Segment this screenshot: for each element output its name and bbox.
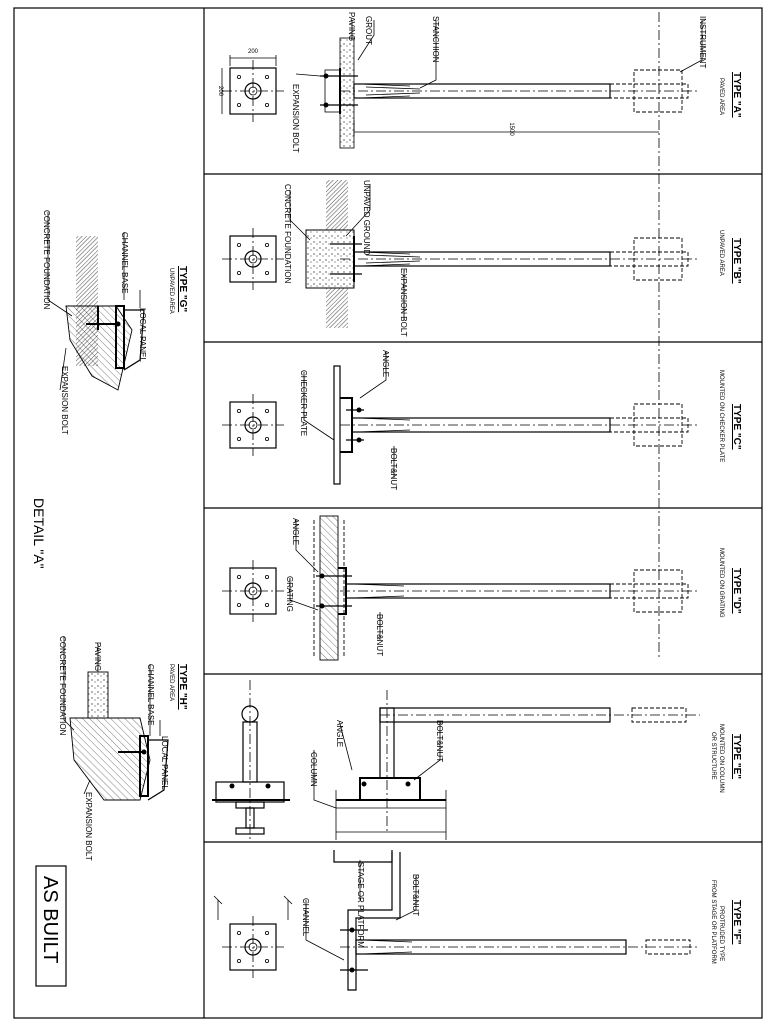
panel-f-title: TYPE "F" [731, 900, 742, 945]
panel-d-subtitle: MOUNTED ON GRATING [718, 548, 724, 618]
checker-plate [333, 365, 341, 485]
stanchion [353, 83, 611, 99]
detail-a-label: DETAIL "A" [31, 498, 47, 569]
callout-channel: CHANNEL [301, 898, 310, 937]
callout-bolt-nut: BOLT&NUT [435, 720, 444, 762]
panel-type-e: ANGLE COLUMN BOLT&NUT TYPE "E" MOUNTED O… [212, 680, 742, 840]
callout-checker-plate: CHECKER PLATE [299, 370, 308, 436]
callout-expansion-bolt: EXPANSION BOLT [291, 84, 300, 153]
bolt-hole [236, 103, 241, 108]
panel-e-subtitle: MOUNTED ON COLUMN [718, 724, 724, 793]
callout-stanchion: STANCHION [431, 16, 440, 63]
callout-expansion-bolt: EXPANSION BOLT [399, 268, 408, 337]
callout-angle: ANGLE [381, 350, 390, 377]
callout-angle: ANGLE [291, 518, 300, 545]
panel-type-d: ANGLE GRATING BOLT&NUT TYPE "D" MOUNTED … [222, 515, 742, 661]
panel-c-title: TYPE "C" [731, 404, 742, 450]
detail-type-h: TYPE "H" PAVED AREA PAVING CONCRETE FOUN… [58, 636, 188, 861]
as-built-stamp: AS BUILT [39, 876, 61, 963]
local-panel [123, 309, 145, 371]
callout-concrete-foundation: CONCRETE FOUNDATION [58, 636, 67, 736]
panel-type-a: 200 200 1500 PAVING GROUT STANCHION INST… [217, 12, 742, 153]
concrete-foundation [69, 717, 151, 801]
instrument [633, 69, 683, 113]
callout-grating: GRATING [285, 576, 294, 612]
angle [359, 777, 421, 800]
stage-platform [333, 850, 393, 863]
instrument [633, 237, 683, 281]
detail-type-g: TYPE "G" UNPAVED AREA CONCRETE FOUNDATIO… [42, 210, 188, 435]
callout-channel-base: CHANNEL BASE [146, 664, 155, 726]
panel-type-c: ANGLE CHECKER PLATE BOLT&NUT TYPE "C" MO… [222, 350, 742, 490]
callout-grout: GROUT [364, 16, 373, 45]
detail-g-title: TYPE "G" [177, 266, 188, 312]
as-built-stamp-box [35, 865, 67, 987]
bolt-hole [264, 75, 269, 80]
callout-stage-or-platform: STAGE OR PLATFORM [356, 862, 365, 948]
callout-column: COLUMN [309, 752, 318, 787]
callout-expansion-bolt: EXPANSION BOLT [84, 792, 93, 861]
callout-concrete-foundation: CONCRETE FOUNDATION [283, 184, 292, 284]
callout-angle: ANGLE [335, 720, 344, 747]
panel-e-subtitle-2: OR STRUCTURE [710, 732, 716, 780]
dim-200-width: 200 [248, 49, 259, 55]
sheet-border [13, 7, 763, 1019]
panel-b-subtitle: UNPAVED AREA [718, 230, 724, 276]
callout-expansion-bolt: EXPANSION BOLT [60, 366, 69, 435]
callout-bolt-nut: BOLT&NUT [389, 448, 398, 490]
dim-200-height: 200 [217, 86, 223, 97]
panel-a-subtitle: PAVED AREA [718, 78, 724, 115]
callout-unpaved-ground: UNPAVED GROUND [362, 180, 371, 255]
callout-concrete-foundation: CONCRETE FOUNDATION [42, 210, 51, 310]
panel-a-title: TYPE "A" [731, 72, 742, 118]
callout-bolt-nut: BOLT&NUT [375, 614, 384, 656]
grating [319, 515, 339, 661]
callout-paving: PAVING [347, 12, 356, 41]
stanchion [355, 939, 627, 955]
channel-base [115, 305, 125, 369]
panel-b-title: TYPE "B" [731, 238, 742, 284]
bolt-hole [264, 103, 269, 108]
detail-h-subtitle: PAVED AREA [168, 664, 174, 701]
callout-bolt-nut: BOLT&NUT [411, 874, 420, 916]
detail-h-title: TYPE "H" [177, 664, 188, 710]
panel-e-title: TYPE "E" [731, 734, 742, 779]
callout-instrument: INSTRUMENT [698, 16, 707, 69]
panel-d-title: TYPE "D" [731, 568, 742, 614]
panel-type-b: UNPAVED GROUND CONCRETE FOUNDATION EXPAN… [222, 180, 742, 337]
bolt-hole [236, 75, 241, 80]
paving-section [339, 37, 355, 149]
dim-1500: 1500 [508, 122, 514, 136]
paving [87, 671, 109, 719]
stanchion [353, 251, 611, 267]
channel [347, 852, 401, 991]
panel-f-subtitle-2: FROM STAGE OR PLATFORM [710, 880, 716, 964]
panel-type-f: STAGE OR PLATFORM CHANNEL BOLT&NUT TYPE … [213, 850, 742, 991]
callout-channel-base: CHANNEL BASE [120, 232, 129, 294]
detail-g-subtitle: UNPAVED AREA [168, 268, 174, 314]
panel-f-subtitle: PROTRUDED TYPE [718, 906, 724, 961]
channel-base [139, 735, 149, 797]
callout-local-panel: LOCAL PANEL [138, 308, 147, 362]
local-panel [147, 739, 169, 801]
callout-paving: PAVING [93, 642, 102, 671]
panel-c-subtitle: MOUNTED ON CHECKER PLATE [718, 370, 724, 462]
callout-local-panel: LOCAL PANEL [160, 736, 169, 790]
